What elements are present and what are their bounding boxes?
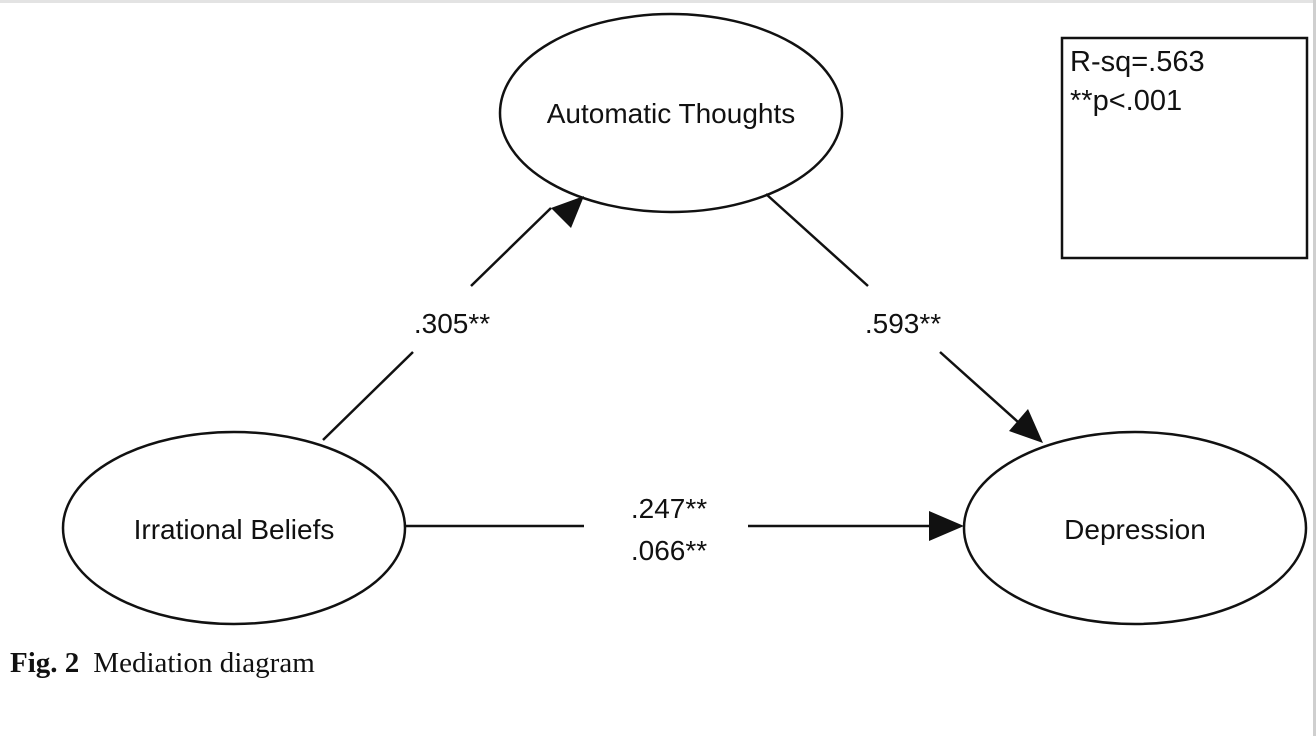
figure-caption-text: Mediation diagram — [93, 647, 315, 679]
arrowhead-icon — [1009, 409, 1043, 443]
legend-box: R-sq=.563 **p<.001 — [1060, 36, 1309, 260]
node-ellipse — [61, 430, 407, 626]
figure-number: Fig. 2 — [10, 647, 80, 679]
legend-border — [1060, 36, 1309, 260]
legend-significance: **p<.001 — [1070, 85, 1182, 117]
node-automatic-thoughts: Automatic Thoughts — [498, 12, 844, 214]
edge-label-total-effect: .247** — [631, 493, 707, 524]
right-border-strip — [1313, 0, 1316, 736]
edge-automatic-to-depression: .593** — [765, 193, 1043, 443]
edge-irrational-to-depression: .247** .066** — [405, 493, 964, 566]
figure-caption: Fig. 2 Mediation diagram — [10, 647, 315, 680]
edge-irrational-to-automatic: .305** — [322, 196, 584, 441]
edge-line-segment — [322, 351, 414, 441]
node-label-irrational-beliefs: Irrational Beliefs — [134, 514, 335, 545]
legend-rsq: R-sq=.563 — [1070, 46, 1205, 78]
node-ellipse — [498, 12, 844, 214]
node-depression: Depression — [962, 430, 1308, 626]
edge-label-b-path: .593** — [865, 308, 941, 339]
edge-label-a-path: .305** — [414, 308, 490, 339]
arrowhead-icon — [929, 511, 964, 541]
node-irrational-beliefs: Irrational Beliefs — [61, 430, 407, 626]
edge-line-segment — [939, 351, 1019, 423]
node-ellipse — [962, 430, 1308, 626]
edge-line-segment — [470, 207, 552, 287]
arrowhead-icon — [551, 196, 584, 228]
edge-line-segment — [765, 193, 869, 287]
node-label-depression: Depression — [1064, 514, 1206, 545]
edge-label-direct-effect: .066** — [631, 535, 707, 566]
top-border-strip — [0, 0, 1316, 3]
node-label-automatic-thoughts: Automatic Thoughts — [547, 98, 796, 129]
